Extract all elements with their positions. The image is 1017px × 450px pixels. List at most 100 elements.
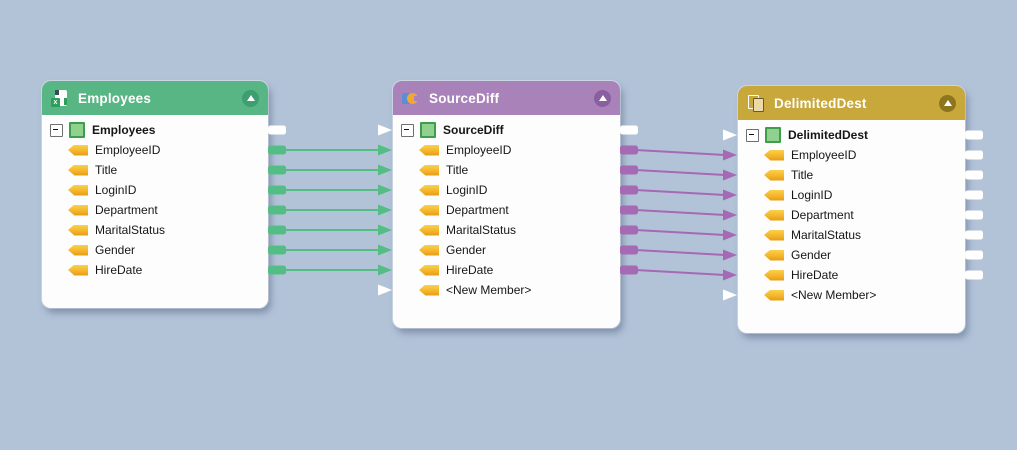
collapse-minus-icon[interactable] <box>401 123 414 137</box>
output-connector-stub[interactable] <box>268 205 286 215</box>
collapse-button[interactable] <box>594 89 611 107</box>
connection-line[interactable] <box>635 209 726 216</box>
output-connector-stub[interactable] <box>620 125 638 135</box>
output-connector-stub[interactable] <box>965 130 983 140</box>
field-row-department[interactable]: Department <box>393 200 620 220</box>
member-arrow-icon <box>68 164 88 176</box>
output-connector-stub[interactable] <box>268 265 286 275</box>
output-connector-stub[interactable] <box>620 165 638 175</box>
root-label: DelimitedDest <box>788 128 869 142</box>
input-connector-arrow[interactable] <box>378 164 392 176</box>
input-connector-arrow[interactable] <box>723 189 737 201</box>
field-row-employeeid[interactable]: EmployeeID <box>738 145 965 165</box>
field-row-hiredate[interactable]: HireDate <box>738 265 965 285</box>
member-arrow-icon <box>68 224 88 236</box>
field-label: Gender <box>446 243 487 257</box>
output-connector-stub[interactable] <box>620 225 638 235</box>
collapse-button[interactable] <box>939 94 956 112</box>
field-row-hiredate[interactable]: HireDate <box>393 260 620 280</box>
input-connector-arrow[interactable] <box>723 169 737 181</box>
output-connector-stub[interactable] <box>965 270 983 280</box>
input-connector-arrow[interactable] <box>723 209 737 221</box>
field-row-gender[interactable]: Gender <box>738 245 965 265</box>
root-row-employees[interactable]: Employees <box>42 120 268 140</box>
input-connector-arrow[interactable] <box>378 284 392 296</box>
output-connector-stub[interactable] <box>620 265 638 275</box>
output-connector-stub[interactable] <box>965 190 983 200</box>
output-connector-stub[interactable] <box>620 245 638 255</box>
connection-line[interactable] <box>635 249 726 256</box>
component-header-employees[interactable]: x Employees <box>42 81 268 115</box>
connection-line[interactable] <box>635 169 726 176</box>
field-row-maritalstatus[interactable]: MaritalStatus <box>738 225 965 245</box>
output-connector-stub[interactable] <box>620 185 638 195</box>
input-connector-arrow[interactable] <box>378 264 392 276</box>
input-connector-arrow[interactable] <box>723 249 737 261</box>
output-connector-stub[interactable] <box>965 150 983 160</box>
field-row-maritalstatus[interactable]: MaritalStatus <box>42 220 268 240</box>
triangle-up-icon <box>943 99 952 106</box>
input-connector-arrow[interactable] <box>378 204 392 216</box>
field-row-newmember[interactable]: <New Member> <box>738 285 965 305</box>
component-header-delimiteddest[interactable]: DelimitedDest <box>738 86 965 120</box>
member-arrow-icon <box>764 229 784 241</box>
field-label: EmployeeID <box>791 148 857 162</box>
field-row-maritalstatus[interactable]: MaritalStatus <box>393 220 620 240</box>
output-connector-stub[interactable] <box>268 165 286 175</box>
field-label: EmployeeID <box>446 143 512 157</box>
output-connector-stub[interactable] <box>268 125 286 135</box>
input-connector-arrow[interactable] <box>378 184 392 196</box>
field-row-title[interactable]: Title <box>738 165 965 185</box>
root-row-delimiteddest[interactable]: DelimitedDest <box>738 125 965 145</box>
component-delimiteddest[interactable]: DelimitedDest DelimitedDest EmployeeID Ti… <box>738 86 965 333</box>
input-connector-arrow[interactable] <box>723 129 737 141</box>
field-row-gender[interactable]: Gender <box>42 240 268 260</box>
collapse-minus-icon[interactable] <box>746 128 759 142</box>
output-connector-stub[interactable] <box>620 145 638 155</box>
member-arrow-icon <box>419 164 439 176</box>
field-row-loginid[interactable]: LoginID <box>738 185 965 205</box>
output-connector-stub[interactable] <box>965 230 983 240</box>
output-connector-stub[interactable] <box>268 145 286 155</box>
collapse-minus-icon[interactable] <box>50 123 63 137</box>
output-connector-stub[interactable] <box>268 245 286 255</box>
field-row-loginid[interactable]: LoginID <box>393 180 620 200</box>
input-connector-arrow[interactable] <box>378 224 392 236</box>
member-arrow-icon <box>419 264 439 276</box>
output-connector-stub[interactable] <box>965 250 983 260</box>
field-row-employeeid[interactable]: EmployeeID <box>42 140 268 160</box>
input-connector-arrow[interactable] <box>378 124 392 136</box>
field-row-loginid[interactable]: LoginID <box>42 180 268 200</box>
member-arrow-icon <box>419 244 439 256</box>
connection-line[interactable] <box>635 149 726 156</box>
input-connector-arrow[interactable] <box>723 289 737 301</box>
field-label: HireDate <box>446 263 494 277</box>
field-row-gender[interactable]: Gender <box>393 240 620 260</box>
field-row-department[interactable]: Department <box>42 200 268 220</box>
field-row-title[interactable]: Title <box>393 160 620 180</box>
field-row-hiredate[interactable]: HireDate <box>42 260 268 280</box>
connection-line[interactable] <box>635 189 726 196</box>
output-connector-stub[interactable] <box>268 225 286 235</box>
connection-line[interactable] <box>635 229 726 236</box>
output-connector-stub[interactable] <box>268 185 286 195</box>
root-row-sourcediff[interactable]: SourceDiff <box>393 120 620 140</box>
field-row-title[interactable]: Title <box>42 160 268 180</box>
input-connector-arrow[interactable] <box>723 269 737 281</box>
input-connector-arrow[interactable] <box>723 149 737 161</box>
output-connector-stub[interactable] <box>620 205 638 215</box>
field-row-employeeid[interactable]: EmployeeID <box>393 140 620 160</box>
connection-line[interactable] <box>635 269 726 276</box>
collapse-button[interactable] <box>242 89 259 107</box>
output-connector-stub[interactable] <box>965 170 983 180</box>
component-header-sourcediff[interactable]: SourceDiff <box>393 81 620 115</box>
input-connector-arrow[interactable] <box>378 244 392 256</box>
input-connector-arrow[interactable] <box>723 229 737 241</box>
output-connector-stub[interactable] <box>965 210 983 220</box>
field-row-department[interactable]: Department <box>738 205 965 225</box>
field-row-newmember[interactable]: <New Member> <box>393 280 620 300</box>
input-connector-arrow[interactable] <box>378 144 392 156</box>
